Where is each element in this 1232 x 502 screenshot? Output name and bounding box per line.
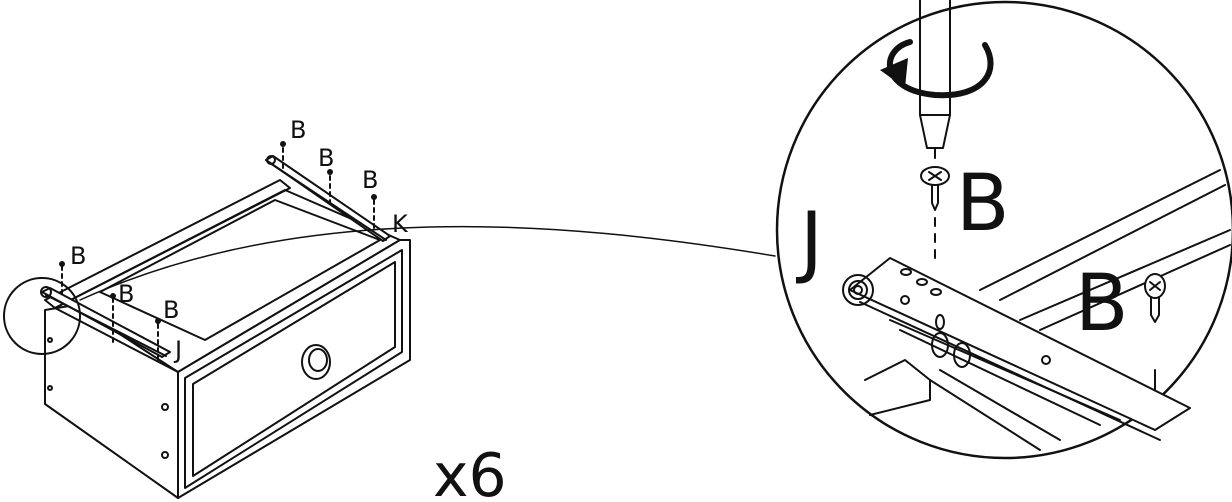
side-hole (47, 385, 53, 391)
detail-screw-b-right (1144, 273, 1166, 391)
detail-view (775, 0, 1232, 460)
detail-rail-j (842, 257, 1191, 441)
side-hole (47, 337, 53, 343)
rail-label-k: K (392, 210, 409, 238)
rail-j (40, 286, 171, 358)
screw-icon (327, 169, 333, 175)
detail-leader-line (79, 225, 776, 301)
side-hole (161, 403, 169, 411)
screw-label: B (318, 144, 334, 172)
screw-label: B (70, 242, 86, 270)
drawer-knob (301, 344, 331, 380)
rotation-arrow-icon (880, 39, 994, 99)
drawer-labels: B B B B B B J K (70, 116, 409, 364)
screw-icon (155, 318, 161, 324)
screw-icon (371, 194, 377, 200)
drawer-back-top (44, 179, 291, 309)
drawer-screws (61, 147, 375, 363)
detail-labels: B B J (795, 159, 1129, 349)
detail-screw-b-top (920, 166, 950, 261)
rail-k (265, 155, 391, 242)
drawer-front-frame-outer (184, 249, 403, 489)
drawer-box (44, 179, 411, 499)
screw-label: B (163, 296, 179, 324)
drawer-front-frame-inner (192, 261, 396, 477)
screw-label: B (362, 166, 378, 194)
detail-rail-label: J (795, 197, 823, 287)
rail-label-j: J (173, 336, 182, 364)
detail-screw-label: B (956, 159, 1010, 249)
screw-icon (280, 141, 286, 147)
side-hole (161, 451, 169, 459)
screw-label: B (118, 280, 134, 308)
detail-callout-marker (3, 277, 81, 355)
screw-icon (110, 293, 116, 299)
detail-screw-label: B (1075, 259, 1129, 349)
quantity-label: x6 (433, 441, 507, 502)
screw-icon (59, 261, 65, 267)
screw-label: B (290, 116, 306, 144)
